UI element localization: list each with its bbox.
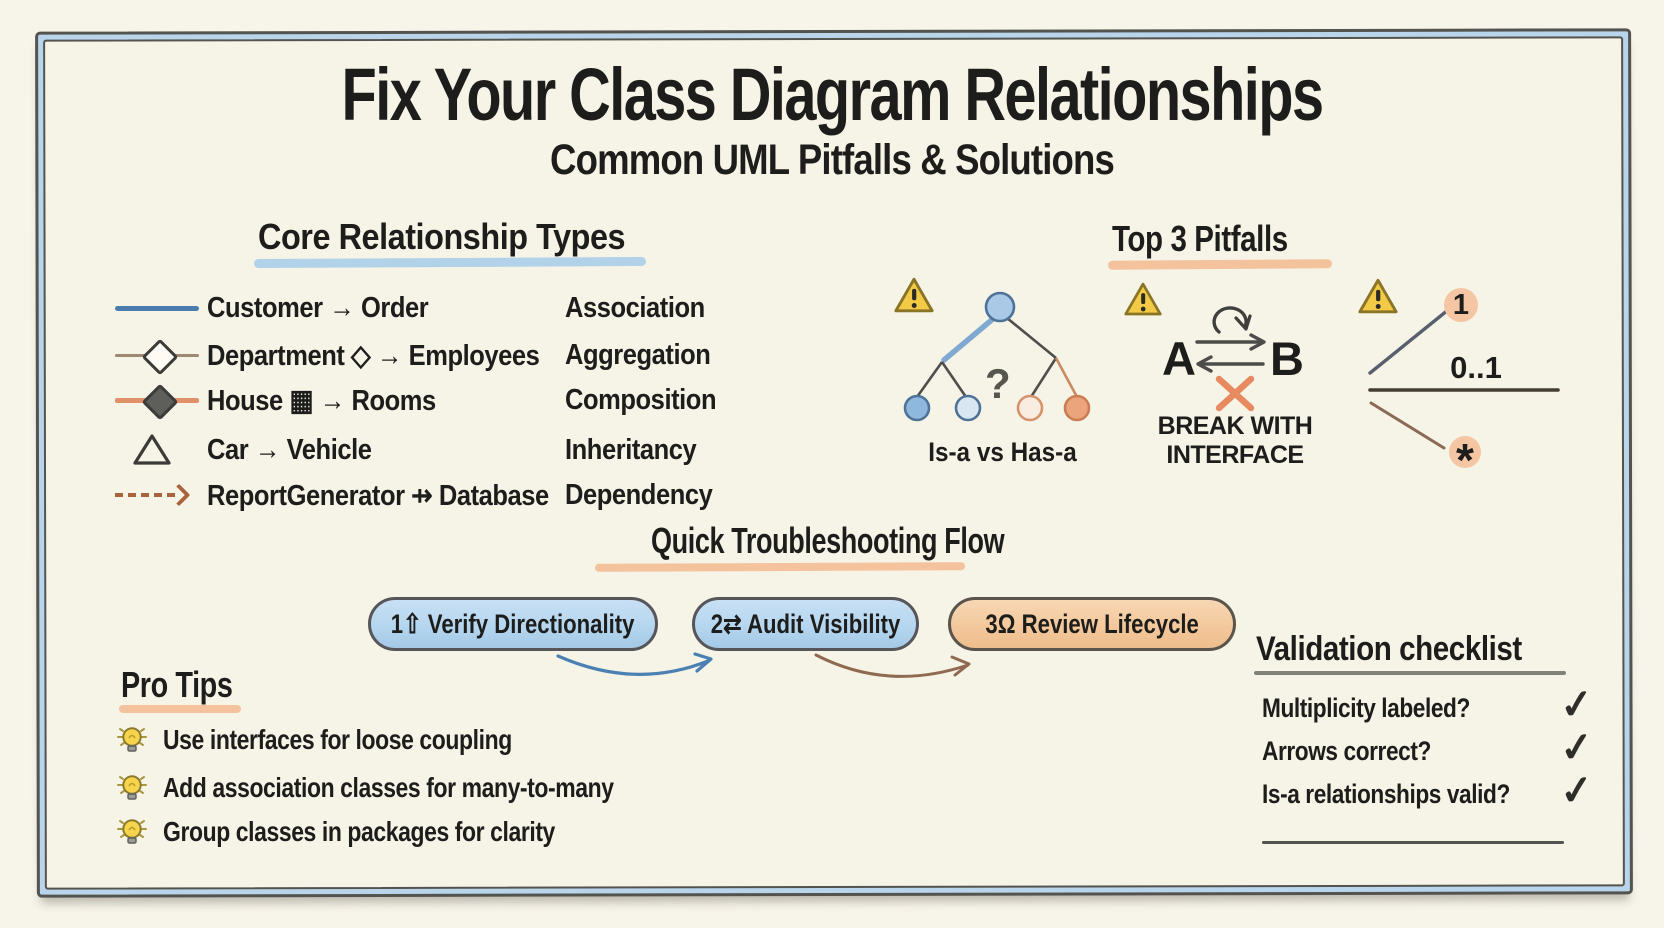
pitfall-cycle-caption: BREAK WITH INTERFACE <box>1115 412 1355 469</box>
legend-type: Aggregation <box>565 338 711 371</box>
legend-row-aggregation: Department ◇ → Employees Aggregation <box>115 333 875 377</box>
legend-type: Inheritancy <box>565 433 697 466</box>
flow-step-2: 2⇄ Audit Visibility <box>692 597 919 651</box>
checklist-item: Multiplicity labeled? ✓ <box>1262 681 1596 728</box>
x-mark-icon <box>1215 375 1255 412</box>
checklist-label: Arrows correct? <box>1262 736 1431 766</box>
checklist-label: Is-a relationships valid? <box>1262 779 1510 809</box>
flow-step-1: 1⇧ Verify Directionality <box>368 597 658 651</box>
pitfall-isa-caption: Is-a vs Has-a <box>928 437 1077 467</box>
composition-diamond-icon <box>115 383 207 421</box>
pro-tip-item: Add association classes for many-to-many <box>117 768 713 808</box>
flow-heading: Quick Troubleshooting Flow <box>651 520 1005 561</box>
aggregation-diamond-icon <box>115 338 207 376</box>
question-mark: ? <box>985 360 1011 407</box>
lightbulb-icon <box>117 727 147 752</box>
flow-heading-underline <box>594 562 966 572</box>
flow-step-2-label: 2⇄ Audit Visibility <box>710 608 901 639</box>
multiplicity-one-badge: 1 <box>1444 288 1478 322</box>
dependency-dashed-arrow-icon <box>115 483 207 507</box>
class-b-label: B <box>1270 332 1304 385</box>
checklist-underline <box>1254 671 1566 675</box>
legend-type: Composition <box>565 383 717 416</box>
pro-tip-item: Group classes in packages for clarity <box>117 812 641 852</box>
inheritance-triangle-icon <box>115 432 207 468</box>
page-title: Fix Your Class Diagram Relationships <box>341 53 1325 136</box>
flow-step-3-label: 3Ω Review Lifecycle <box>985 608 1199 639</box>
page-subtitle: Common UML Pitfalls & Solutions <box>550 136 1115 184</box>
lightbulb-icon <box>117 775 147 800</box>
pro-tip-item: Use interfaces for loose coupling <box>117 720 588 760</box>
warning-icon <box>894 277 934 313</box>
class-a-label: A <box>1162 332 1196 385</box>
pro-tips-underline <box>119 705 241 713</box>
association-line-icon <box>115 305 207 311</box>
flow-step-3: 3Ω Review Lifecycle <box>948 597 1236 651</box>
pro-tip-text: Group classes in packages for clarity <box>163 816 555 847</box>
isa-hasa-tree-diagram <box>903 291 1091 422</box>
checklist-item: Is-a relationships valid? ✓ <box>1262 767 1596 814</box>
flow-arrow-1 <box>556 652 713 676</box>
circular-dependency-diagram <box>1195 306 1266 412</box>
legend-label: House ▦ → Rooms <box>207 384 436 417</box>
multiplicity-lines-diagram <box>1368 308 1560 450</box>
signature-line <box>1262 841 1564 844</box>
warning-icon <box>1124 282 1162 316</box>
flow-arrow-2 <box>814 653 971 678</box>
caption-line-1: BREAK WITH <box>1157 412 1313 440</box>
warning-icon <box>1358 278 1398 314</box>
multiplicity-zero-one-label: 0..1 <box>1450 350 1502 385</box>
pro-tip-text: Add association classes for many-to-many <box>163 772 614 803</box>
checklist-heading: Validation checklist <box>1256 630 1522 668</box>
legend-row-association: Customer → Order Association <box>115 286 875 330</box>
caption-line-2: INTERFACE <box>1166 440 1304 469</box>
checkmark-icon: ✓ <box>1558 681 1597 729</box>
legend-row-dependency: ReportGenerator ⇸ Database Dependency <box>115 473 875 517</box>
legend-label: ReportGenerator ⇸ Database <box>207 479 549 512</box>
legend-label: Customer → Order <box>207 291 429 324</box>
pro-tips-heading: Pro Tips <box>121 664 233 705</box>
multiplicity-star-badge: * <box>1449 436 1481 484</box>
pro-tip-text: Use interfaces for loose coupling <box>163 724 512 755</box>
legend-type: Dependency <box>565 478 713 511</box>
legend-label: Car → Vehicle <box>207 433 372 466</box>
lightbulb-icon <box>117 819 147 844</box>
star-label: * <box>1456 434 1474 486</box>
pitfalls-heading: Top 3 Pitfalls <box>1112 218 1288 259</box>
legend-row-inheritance: Car → Vehicle Inheritancy <box>115 428 875 472</box>
flow-step-1-label: 1⇧ Verify Directionality <box>391 608 635 639</box>
checkmark-icon: ✓ <box>1558 724 1597 772</box>
flow-arrows <box>556 652 971 678</box>
pitfalls-heading-underline <box>1107 259 1333 270</box>
checklist-item: Arrows correct? ✓ <box>1262 724 1596 771</box>
checklist-label: Multiplicity labeled? <box>1262 693 1470 723</box>
core-relationships-heading: Core Relationship Types <box>258 216 626 257</box>
legend-label: Department ◇ → Employees <box>207 339 540 372</box>
legend-type: Association <box>565 291 705 324</box>
checkmark-icon: ✓ <box>1558 767 1597 815</box>
legend-row-composition: House ▦ → Rooms Composition <box>115 378 875 422</box>
